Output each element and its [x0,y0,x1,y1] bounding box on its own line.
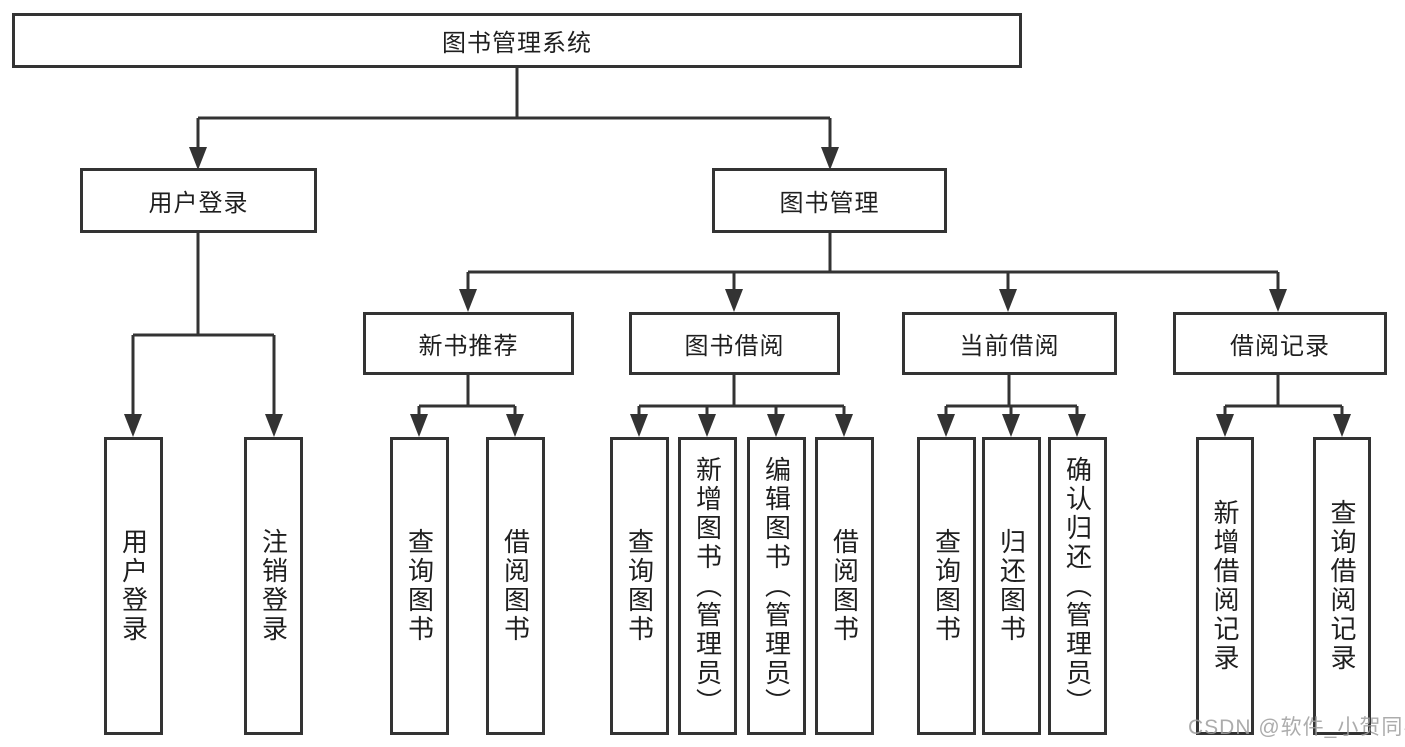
leaf-return-books: 归还图书 [982,437,1041,735]
leaf-edit-book-admin: 编辑图书（管理员） [747,437,806,735]
arrowhead-icons [124,147,1351,437]
leaf-borrow-books: 借阅图书 [815,437,874,735]
leaf-user-login: 用户登录 [104,437,163,735]
leaf-query-books-borrow: 查询图书 [610,437,669,735]
node-borrow-records: 借阅记录 [1173,312,1387,375]
leaf-add-book-admin: 新增图书（管理员） [678,437,737,735]
node-book-management: 图书管理 [712,168,947,233]
node-user-login: 用户登录 [80,168,317,233]
leaf-logout: 注销登录 [244,437,303,735]
node-book-borrow: 图书借阅 [629,312,840,375]
leaf-confirm-return-admin: 确认归还（管理员） [1048,437,1107,735]
connector-lines [131,68,1344,414]
watermark: CSDN @软件_小贺同学 [1188,716,1405,739]
node-current-borrow: 当前借阅 [902,312,1117,375]
node-new-book-recommend: 新书推荐 [363,312,574,375]
leaf-query-borrow-record: 查询借阅记录 [1313,437,1371,735]
leaf-query-books-current: 查询图书 [917,437,976,735]
leaf-add-borrow-record: 新增借阅记录 [1196,437,1254,735]
leaf-query-books-recommend: 查询图书 [390,437,449,735]
node-library-system: 图书管理系统 [12,13,1022,68]
leaf-borrow-books-recommend: 借阅图书 [486,437,545,735]
